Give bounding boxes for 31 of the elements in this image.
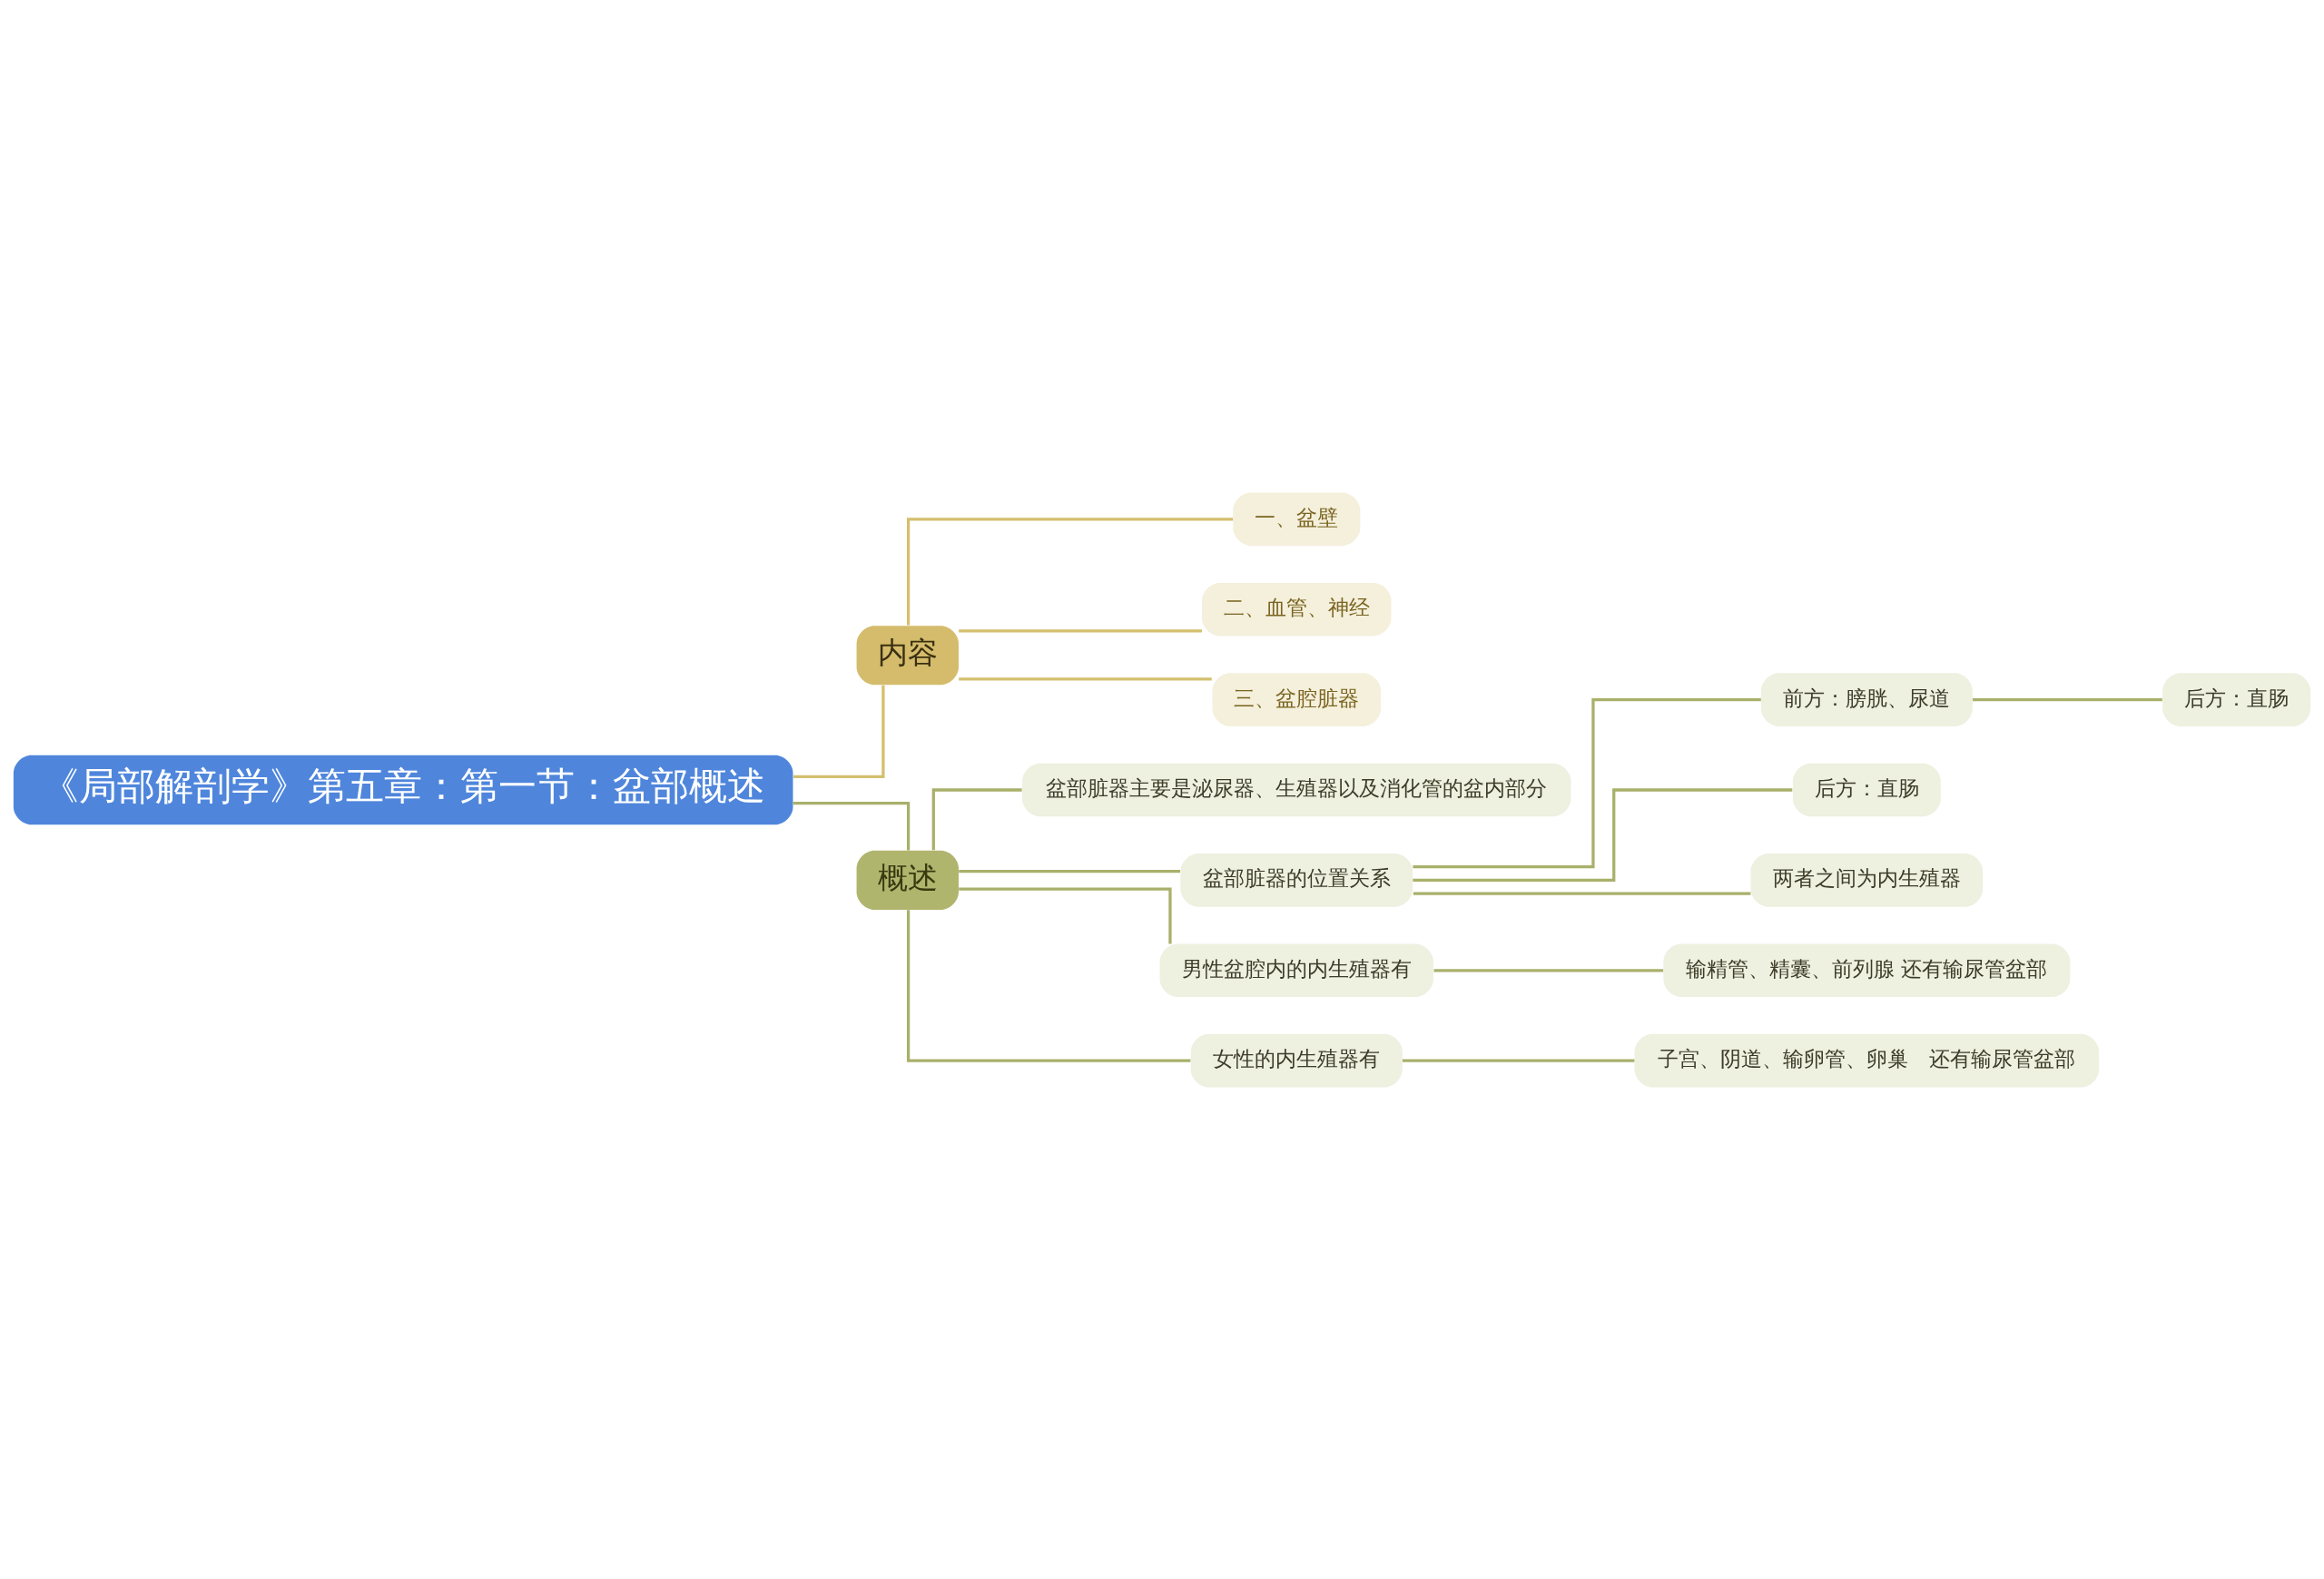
connector	[959, 628, 1202, 632]
connector	[1973, 697, 2162, 701]
connector	[1433, 968, 1664, 972]
connector	[906, 909, 1191, 1062]
connector	[959, 676, 1212, 680]
connector	[1413, 891, 1751, 895]
node-box: 内容	[856, 625, 959, 685]
node-box: 两者之间为内生殖器	[1750, 853, 1984, 907]
node-box: 二、血管、神经	[1202, 582, 1392, 637]
node-box: 男性盆腔内的内生殖器有	[1159, 942, 1433, 997]
node-box: 子宫、阴道、输卵管、卵巢 还有输尿管盆部	[1634, 1033, 2100, 1087]
connector	[1413, 787, 1793, 882]
connector	[931, 787, 1022, 850]
node-box: 后方：直肠	[1792, 763, 1941, 816]
node-box: 输精管、精囊、前列腺 还有输尿管盆部	[1663, 942, 2071, 997]
node-box: 一、盆壁	[1233, 492, 1361, 546]
node-box: 三、盆腔脏器	[1212, 672, 1382, 726]
connector	[1402, 1059, 1635, 1062]
connector	[959, 887, 1172, 943]
node-box: 女性的内生殖器有	[1190, 1033, 1403, 1087]
node-box: 后方：直肠	[2162, 672, 2311, 726]
node-box: 《局部解剖学》第五章：第一节：盆部概述	[13, 755, 793, 824]
node-box: 盆部脏器主要是泌尿器、生殖器以及消化管的盆内部分	[1022, 763, 1571, 816]
connector	[793, 685, 885, 778]
connector	[793, 801, 911, 850]
node-box: 前方：膀胱、尿道	[1760, 672, 1973, 726]
node-box: 概述	[856, 850, 959, 910]
connector	[906, 517, 1234, 625]
connector	[959, 869, 1180, 873]
connector	[1413, 697, 1761, 868]
node-box: 盆部脏器的位置关系	[1180, 853, 1413, 907]
